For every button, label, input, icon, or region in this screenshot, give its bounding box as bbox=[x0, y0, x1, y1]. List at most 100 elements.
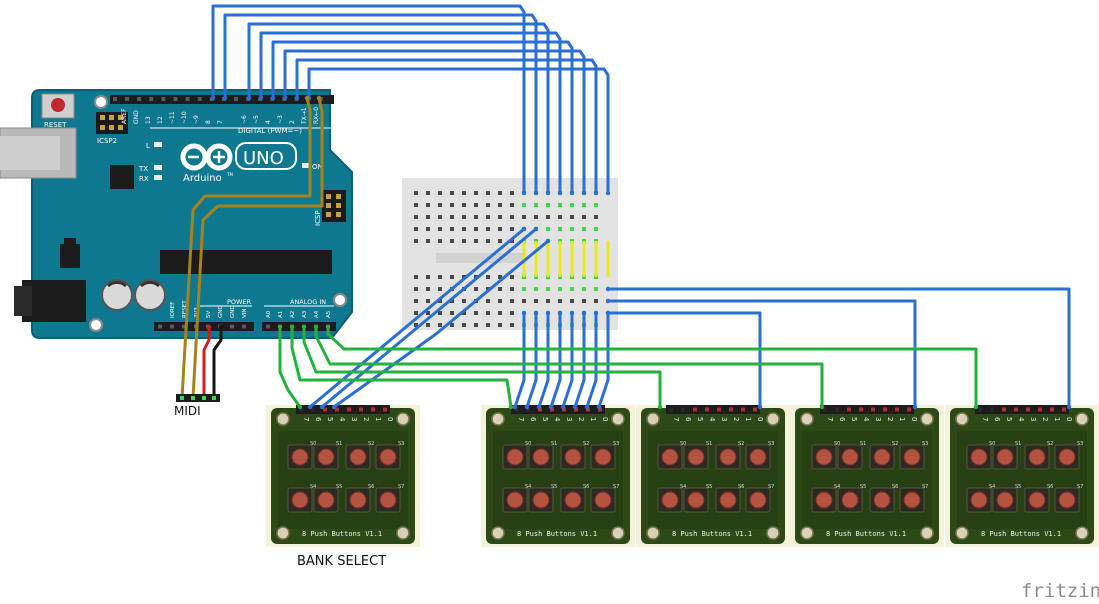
push-button[interactable]: S6 bbox=[715, 484, 744, 513]
breadboard-hole bbox=[546, 299, 550, 303]
push-button[interactable]: S7 bbox=[1054, 484, 1083, 513]
button-label: S3 bbox=[1077, 441, 1083, 447]
push-button[interactable]: S6 bbox=[1024, 484, 1053, 513]
header-pin bbox=[883, 407, 887, 412]
l-label: L bbox=[146, 142, 150, 150]
push-button[interactable]: S4 bbox=[657, 484, 686, 513]
module-pin-label: 1 bbox=[589, 417, 597, 421]
header-pin bbox=[729, 407, 733, 412]
module-title: 8 Push Buttons V1.1 bbox=[302, 530, 382, 538]
push-button[interactable]: S2 bbox=[345, 441, 374, 470]
push-button[interactable]: S1 bbox=[683, 441, 712, 470]
push-button[interactable]: S7 bbox=[375, 484, 404, 513]
push-button[interactable]: S5 bbox=[837, 484, 866, 513]
breadboard-hole bbox=[510, 311, 514, 315]
breadboard-hole bbox=[510, 299, 514, 303]
power-pin-label: GND bbox=[218, 305, 224, 318]
module-pin-label: 0 bbox=[910, 417, 918, 421]
push-button[interactable]: S5 bbox=[528, 484, 557, 513]
push-button[interactable]: S1 bbox=[992, 441, 1021, 470]
arduino-logo: UNO Arduino TM bbox=[180, 142, 297, 184]
push-button[interactable]: S1 bbox=[313, 441, 342, 470]
breadboard-hole bbox=[462, 239, 466, 243]
push-button[interactable]: S2 bbox=[715, 441, 744, 470]
icsp-label: ICSP bbox=[314, 210, 322, 226]
wire-analog-a2 bbox=[290, 327, 513, 408]
push-button[interactable]: S1 bbox=[528, 441, 557, 470]
breadboard-hole bbox=[522, 203, 526, 207]
push-button[interactable]: S4 bbox=[811, 484, 840, 513]
push-button[interactable]: S3 bbox=[1054, 441, 1083, 470]
header-pin bbox=[586, 407, 590, 412]
wire-digital-4 bbox=[271, 40, 574, 193]
push-button[interactable]: S0 bbox=[657, 441, 686, 470]
header-pin bbox=[180, 396, 184, 400]
breadboard-hole bbox=[414, 239, 418, 243]
push-button[interactable]: S0 bbox=[287, 441, 316, 470]
reset-label: RESET bbox=[44, 121, 67, 129]
mount-hole-icon bbox=[276, 526, 290, 540]
push-button[interactable]: S4 bbox=[966, 484, 995, 513]
analog-pin-label: A2 bbox=[290, 311, 296, 318]
button-label: S1 bbox=[336, 441, 342, 447]
mount-hole-icon bbox=[611, 526, 625, 540]
push-button[interactable]: S3 bbox=[590, 441, 619, 470]
push-button[interactable]: S6 bbox=[345, 484, 374, 513]
wire-bb-module2 bbox=[608, 311, 762, 407]
mount-hole-icon bbox=[333, 293, 347, 307]
push-button[interactable]: S5 bbox=[683, 484, 712, 513]
breadboard-hole bbox=[462, 203, 466, 207]
wire-digital-7 bbox=[307, 67, 610, 193]
module-pin-label: 4 bbox=[338, 417, 346, 422]
header-pin bbox=[173, 97, 178, 101]
push-button[interactable]: S7 bbox=[745, 484, 774, 513]
header-pin bbox=[526, 407, 530, 412]
wire-digital-6 bbox=[295, 58, 598, 193]
push-button[interactable]: S2 bbox=[869, 441, 898, 470]
button-label: S6 bbox=[892, 484, 898, 490]
midi-connector bbox=[176, 394, 220, 402]
push-button[interactable]: S4 bbox=[502, 484, 531, 513]
breadboard-hole bbox=[498, 239, 502, 243]
module-pin-label: 4 bbox=[862, 417, 870, 422]
breadboard-hole bbox=[438, 215, 442, 219]
push-button[interactable]: S0 bbox=[966, 441, 995, 470]
button-label: S4 bbox=[310, 484, 316, 490]
push-button[interactable]: S5 bbox=[992, 484, 1021, 513]
button-label: S6 bbox=[738, 484, 744, 490]
header-pin bbox=[185, 97, 190, 101]
push-button[interactable]: S4 bbox=[287, 484, 316, 513]
push-button[interactable]: S7 bbox=[899, 484, 928, 513]
push-button[interactable]: S7 bbox=[590, 484, 619, 513]
push-button[interactable]: S2 bbox=[1024, 441, 1053, 470]
header-pin bbox=[514, 407, 518, 412]
breadboard-hole bbox=[462, 191, 466, 195]
module-title: 8 Push Buttons V1.1 bbox=[672, 530, 752, 538]
header-pin bbox=[137, 97, 142, 101]
push-button[interactable]: S3 bbox=[745, 441, 774, 470]
push-button[interactable]: S0 bbox=[811, 441, 840, 470]
push-button[interactable]: S6 bbox=[869, 484, 898, 513]
push-button[interactable]: S5 bbox=[313, 484, 342, 513]
header-pin bbox=[212, 396, 216, 400]
on-led bbox=[302, 163, 310, 168]
breadboard-hole bbox=[570, 215, 574, 219]
button-label: S1 bbox=[1015, 441, 1021, 447]
push-button[interactable]: S1 bbox=[837, 441, 866, 470]
module-pin-label: 4 bbox=[708, 417, 716, 422]
push-button[interactable]: S6 bbox=[560, 484, 589, 513]
breadboard-hole bbox=[498, 227, 502, 231]
breadboard-hole bbox=[498, 275, 502, 279]
push-button[interactable]: S2 bbox=[560, 441, 589, 470]
mini-breadboard bbox=[402, 178, 618, 330]
breadboard-hole bbox=[414, 275, 418, 279]
module-pin-label: 4 bbox=[553, 417, 561, 422]
module-pin-label: 2 bbox=[362, 417, 370, 421]
push-button[interactable]: S0 bbox=[502, 441, 531, 470]
push-button[interactable]: S3 bbox=[899, 441, 928, 470]
push-button[interactable]: S3 bbox=[375, 441, 404, 470]
breadboard-hole bbox=[450, 299, 454, 303]
analog-pin-label: A1 bbox=[278, 311, 284, 318]
